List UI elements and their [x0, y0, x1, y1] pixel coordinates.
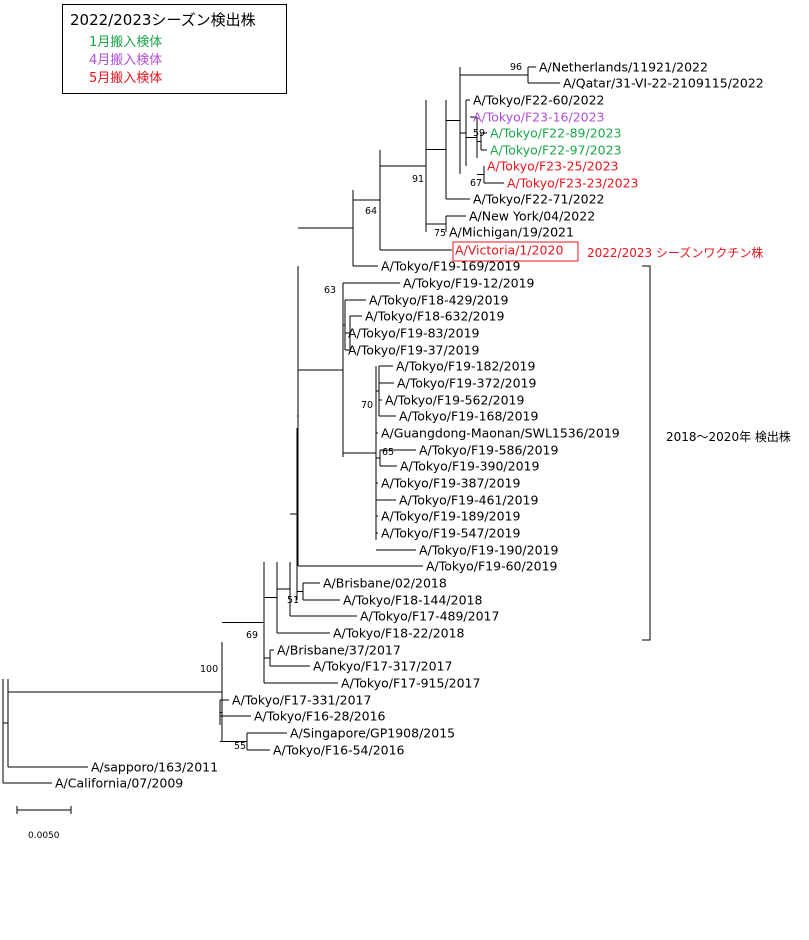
- leaf-label-f19-387: A/Tokyo/F19-387/2019: [381, 476, 521, 491]
- leaf-label-f19-190: A/Tokyo/F19-190/2019: [419, 543, 559, 558]
- leaf-labels: A/Netherlands/11921/2022A/Qatar/31-VI-22…: [55, 60, 764, 791]
- leaf-label-michigan: A/Michigan/19/2021: [449, 225, 574, 240]
- leaf-label-sapporo: A/sapporo/163/2011: [91, 760, 218, 775]
- bootstrap-value: 75: [434, 228, 446, 239]
- leaf-label-f19-189: A/Tokyo/F19-189/2019: [381, 509, 521, 524]
- bootstrap-value: 67: [470, 178, 482, 189]
- legend-item-may: 5月搬入検体: [89, 71, 163, 86]
- leaf-label-f23-23: A/Tokyo/F23-23/2023: [507, 176, 639, 191]
- leaf-label-f18-632: A/Tokyo/F18-632/2019: [365, 309, 505, 324]
- legend-box: 2022/2023シーズン検出株 1月搬入検体 4月搬入検体 5月搬入検体: [62, 4, 287, 94]
- legend-item-january: 1月搬入検体: [89, 35, 163, 50]
- range-bracket: [642, 265, 651, 641]
- bootstrap-value: 96: [510, 62, 522, 73]
- leaf-label-f17-489: A/Tokyo/F17-489/2017: [360, 609, 499, 624]
- leaf-label-guangdong: A/Guangdong-Maonan/SWL1536/2019: [381, 426, 620, 441]
- leaf-label-victoria: A/Victoria/1/2020: [455, 243, 563, 258]
- leaf-label-brisbane37: A/Brisbane/37/2017: [277, 643, 401, 658]
- leaf-label-qatar: A/Qatar/31-VI-22-2109115/2022: [563, 76, 764, 91]
- leaf-label-f19-83: A/Tokyo/F19-83/2019: [348, 326, 480, 341]
- leaf-label-f19-547: A/Tokyo/F19-547/2019: [381, 526, 521, 541]
- leaf-label-f22-60: A/Tokyo/F22-60/2022: [473, 93, 605, 108]
- leaf-label-singapore: A/Singapore/GP1908/2015: [290, 726, 455, 741]
- leaf-label-f19-372: A/Tokyo/F19-372/2019: [397, 376, 537, 391]
- leaf-label-f19-12: A/Tokyo/F19-12/2019: [403, 276, 535, 291]
- leaf-label-brisbane02: A/Brisbane/02/2018: [323, 576, 447, 591]
- leaf-label-f23-16: A/Tokyo/F23-16/2023: [473, 110, 605, 125]
- leaf-label-f19-37: A/Tokyo/F19-37/2019: [348, 343, 480, 358]
- leaf-label-f19-390: A/Tokyo/F19-390/2019: [400, 459, 540, 474]
- leaf-label-netherlands: A/Netherlands/11921/2022: [539, 60, 708, 75]
- bootstrap-value: 59: [473, 128, 485, 139]
- leaf-label-f23-25: A/Tokyo/F23-25/2023: [487, 159, 619, 174]
- leaf-label-f19-60: A/Tokyo/F19-60/2019: [426, 559, 558, 574]
- legend-item-april: 4月搬入検体: [89, 53, 163, 68]
- tree-branches: [2, 66, 560, 784]
- vaccine-strain-label: 2022/2023 シーズンワクチン株: [587, 245, 763, 260]
- leaf-label-f22-97: A/Tokyo/F22-97/2023: [490, 143, 622, 158]
- range-label: 2018～2020年 検出株: [666, 429, 791, 444]
- leaf-label-f17-331: A/Tokyo/F17-331/2017: [232, 693, 371, 708]
- bootstrap-value: 100: [200, 664, 218, 675]
- leaf-label-f19-562: A/Tokyo/F19-562/2019: [385, 393, 525, 408]
- vaccine-strain-highlight-box: [452, 241, 579, 262]
- leaf-label-f18-429: A/Tokyo/F18-429/2019: [369, 293, 509, 308]
- leaf-label-f19-586: A/Tokyo/F19-586/2019: [419, 443, 559, 458]
- bootstrap-value: 91: [412, 174, 424, 185]
- legend-title: 2022/2023シーズン検出株: [70, 11, 256, 29]
- scale-bar: 0.0050: [16, 806, 72, 841]
- scale-bar-label: 0.0050: [28, 831, 60, 841]
- leaf-label-f19-461: A/Tokyo/F19-461/2019: [399, 493, 539, 508]
- leaf-label-f17-317: A/Tokyo/F17-317/2017: [313, 659, 452, 674]
- bootstrap-value: 70: [361, 400, 373, 411]
- bootstrap-value: 69: [246, 630, 258, 641]
- bootstrap-value: 55: [234, 741, 246, 752]
- leaf-label-f22-89: A/Tokyo/F22-89/2023: [490, 126, 622, 141]
- leaf-label-f17-915: A/Tokyo/F17-915/2017: [341, 676, 480, 691]
- bootstrap-value: 64: [365, 206, 377, 217]
- leaf-label-f16-54: A/Tokyo/F16-54/2016: [273, 743, 405, 758]
- bootstrap-value: 51: [287, 595, 299, 606]
- leaf-label-f18-144: A/Tokyo/F18-144/2018: [343, 593, 483, 608]
- leaf-label-f19-182: A/Tokyo/F19-182/2019: [396, 359, 536, 374]
- leaf-label-f22-71: A/Tokyo/F22-71/2022: [473, 192, 605, 207]
- leaf-label-f19-169: A/Tokyo/F19-169/2019: [381, 259, 521, 274]
- leaf-label-f16-28: A/Tokyo/F16-28/2016: [254, 709, 386, 724]
- bootstrap-value: 65: [382, 447, 394, 458]
- leaf-label-f18-22: A/Tokyo/F18-22/2018: [333, 626, 465, 641]
- bootstrap-labels: 96 59 67 91 64 75 63 70 65 51 69 100 55: [200, 62, 522, 752]
- leaf-label-f19-168: A/Tokyo/F19-168/2019: [399, 409, 539, 424]
- leaf-label-california: A/California/07/2009: [55, 776, 183, 791]
- bootstrap-value: 63: [324, 285, 336, 296]
- leaf-label-newyork: A/New York/04/2022: [469, 209, 595, 224]
